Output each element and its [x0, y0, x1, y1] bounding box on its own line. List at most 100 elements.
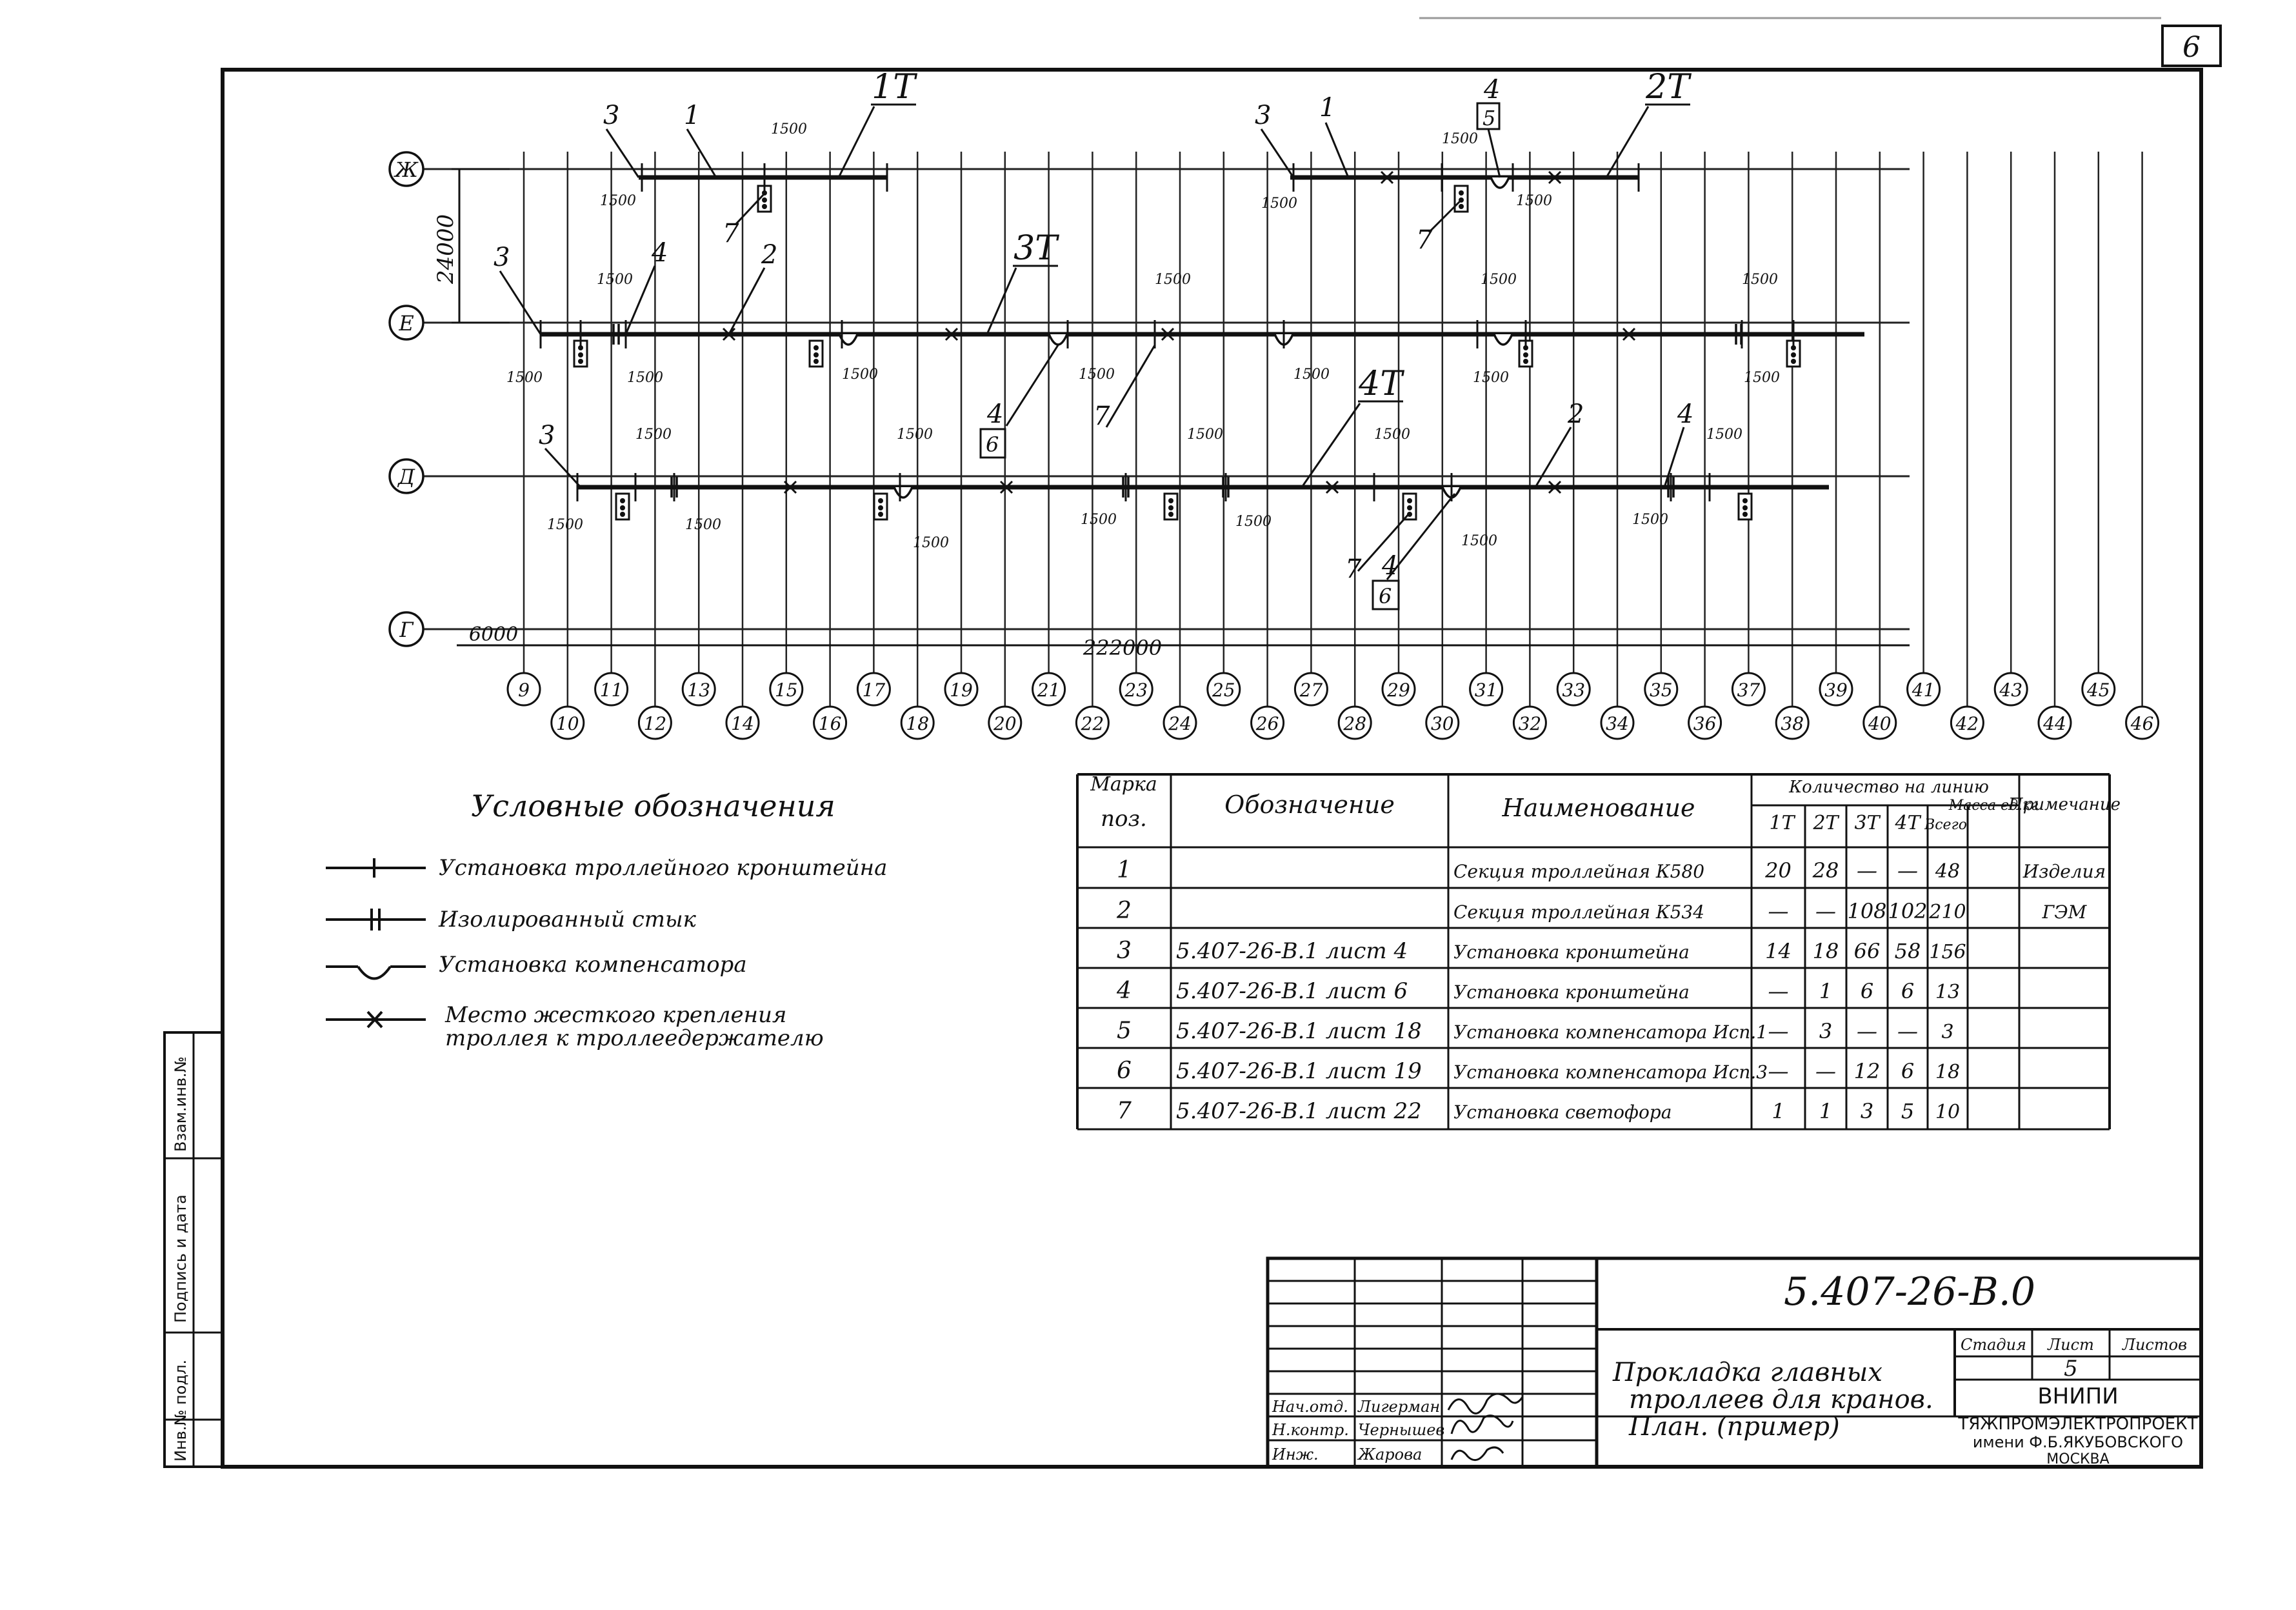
column-axis-bubble: [594, 672, 629, 707]
th-mass: Масса ед.кг: [1948, 798, 2039, 814]
cell-q1: 1: [1772, 1099, 1784, 1123]
cell-q2: 1: [1819, 1099, 1832, 1123]
traffic-light-lamp: [878, 512, 883, 517]
stamp-inv: Инв.№ подл.: [172, 1360, 190, 1462]
compensator-mark: [893, 487, 913, 499]
th-q4: 4T: [1894, 812, 1921, 834]
svg-text:1500: 1500: [1706, 427, 1742, 443]
column-axis-label: 31: [1475, 679, 1498, 701]
th-note: Примечание: [2008, 795, 2121, 814]
svg-text:1500: 1500: [506, 370, 543, 386]
column-axis-label: 34: [1606, 713, 1629, 734]
column-axis-bubble: [1862, 705, 1897, 740]
doc-code: 5.407-26-В.0: [1784, 1269, 2035, 1314]
org-line-1: ВНИПИ: [2037, 1384, 2118, 1409]
column-axis-label: 18: [906, 713, 929, 734]
column-axis-label: 12: [644, 713, 667, 734]
signature-2: [1450, 1414, 1514, 1434]
cell-q1: —: [1768, 1059, 1789, 1083]
column-grid-lines: [523, 152, 2143, 684]
callout-1a: 1: [684, 101, 700, 130]
rigid-fixing-mark: [1622, 327, 1636, 341]
rigid-fixing-mark: [1548, 170, 1562, 185]
plan-symbols: [539, 163, 1801, 521]
cell-designation: 5.407-26-В.1 лист 18: [1176, 1018, 1422, 1044]
column-axis-bubble: [1993, 672, 2028, 707]
row-grid-lines: [423, 168, 1910, 630]
svg-text:1500: 1500: [1481, 272, 1517, 288]
svg-text:1500: 1500: [1187, 427, 1223, 443]
signer-name-1: Лигерман: [1357, 1398, 1440, 1416]
signer-role-2: Н.контр.: [1272, 1421, 1349, 1439]
cell-q4: 58: [1895, 939, 1921, 963]
column-axis-label: 33: [1562, 679, 1585, 701]
org-line-2: ТЯЖПРОМЭЛЕКТРОПРОЕКТ: [1957, 1414, 2197, 1434]
cell-q3: —: [1857, 858, 1877, 883]
svg-text:1500: 1500: [597, 272, 633, 288]
svg-text:1500: 1500: [913, 535, 949, 551]
cell-q3: 66: [1854, 939, 1881, 963]
svg-text:1500: 1500: [1742, 272, 1778, 288]
column-axis-bubble: [1425, 705, 1460, 740]
column-axis-bubble: [1206, 672, 1241, 707]
cell-note: ГЭМ: [2042, 901, 2088, 923]
title-line-3: План. (пример): [1628, 1412, 1840, 1442]
column-axis-label: 41: [1912, 679, 1935, 701]
cell-q4: 102: [1888, 899, 1927, 923]
svg-text:1500: 1500: [1293, 367, 1330, 383]
title-line-2: троллеев для кранов.: [1629, 1385, 1933, 1414]
cell-designation: 5.407-26-В.1 лист 4: [1176, 938, 1408, 964]
column-axis-label: 9: [518, 679, 530, 701]
compensator-mark: [1048, 334, 1068, 346]
cell-q1: 20: [1764, 858, 1792, 883]
side-stamp: Инв.№ подл. Подпись и дата Взам.инв.№: [163, 1031, 224, 1468]
signature-3: [1450, 1446, 1504, 1462]
column-axis-bubble: [1119, 672, 1153, 707]
cell-total: 48: [1935, 860, 1960, 883]
column-axis-label: 24: [1168, 713, 1192, 734]
column-axis-label: 30: [1431, 713, 1454, 734]
dim-6000: 6000: [469, 623, 518, 646]
drawing-frame: [221, 68, 2203, 1469]
svg-text:1500: 1500: [685, 517, 721, 533]
cell-q1: 14: [1765, 939, 1792, 963]
column-axis-label: 21: [1037, 679, 1061, 701]
th-q2: 2T: [1812, 812, 1839, 834]
line-label-4t: 4T: [1358, 365, 1404, 403]
column-axis-bubble: [1512, 705, 1547, 740]
column-axis-bubble: [550, 705, 585, 740]
sheet-corner-number: 6: [2182, 31, 2201, 64]
svg-text:1500: 1500: [1079, 367, 1115, 383]
traffic-light-lamp: [620, 505, 625, 510]
legend-item-compensator: Установка компенсатора: [439, 952, 747, 978]
traffic-light-lamp: [878, 498, 883, 503]
row-axis-bubble: [388, 305, 424, 341]
traffic-light-lamp: [1742, 498, 1748, 503]
column-axis-label: 40: [1868, 713, 1892, 734]
column-axis-label: 28: [1343, 713, 1366, 734]
cell-total: 13: [1935, 981, 1960, 1003]
svg-text:1500: 1500: [1473, 370, 1509, 386]
sheets-label: Листов: [2122, 1336, 2187, 1354]
traffic-light-lamp: [1742, 512, 1748, 517]
callout-3a: 3: [603, 101, 619, 130]
column-axis-label: 10: [556, 713, 579, 734]
line-label-2t: 2T: [1645, 68, 1692, 106]
rigid-fixing-mark: [1325, 480, 1339, 494]
column-axis-bubble: [900, 705, 935, 740]
th-total: Всего: [1924, 817, 1967, 833]
cell-name: Установка компенсатора Исп.1: [1453, 1021, 1768, 1043]
row-axis-label: Е: [398, 311, 414, 336]
column-axis-label: 13: [687, 679, 710, 701]
row-axis-bubble: [388, 611, 424, 647]
signer-role-3: Инж.: [1272, 1445, 1319, 1464]
